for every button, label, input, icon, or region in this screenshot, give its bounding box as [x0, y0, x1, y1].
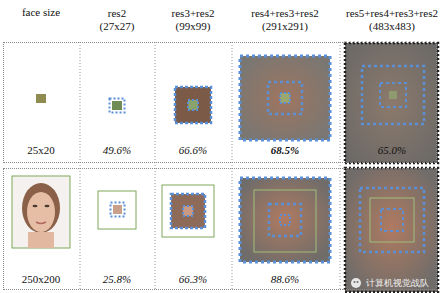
row-panel: 25x20 49.6% 66.6% 68.5% 65.0%: [3, 42, 437, 163]
accuracy-value: 49.6%: [103, 144, 131, 157]
face-size-value: 250x200: [22, 273, 61, 286]
column-header: res4+res3+res2 (291x291): [251, 7, 318, 33]
column-header: res2 (27x27): [100, 7, 135, 33]
accuracy-value: 66.3%: [179, 273, 207, 286]
column-divider: [80, 42, 340, 290]
accuracy-value: 68.5%: [271, 144, 299, 157]
res3-field: [162, 87, 214, 237]
tiny-face: [36, 94, 46, 103]
face-photo: [12, 176, 70, 248]
watermark-icon: [351, 278, 361, 288]
column-header: face size: [22, 6, 60, 19]
accuracy-value: 88.6%: [271, 273, 299, 286]
accuracy-value: 25.8%: [103, 273, 131, 286]
accuracy-value: 66.6%: [179, 144, 207, 157]
accuracy-value: 65.0%: [378, 144, 406, 157]
row-panel: 250x200 25.8% 66.3% 88.6%: [3, 168, 437, 290]
face-size-value: 25x20: [27, 144, 55, 157]
column-header: res3+res2 (99x99): [172, 7, 215, 33]
column-header: res5+res4+res3+res2 (483x483): [346, 7, 438, 33]
res4-field: [240, 56, 330, 262]
watermark: 计算机视觉战队: [366, 278, 429, 289]
res2-field: [98, 99, 136, 230]
